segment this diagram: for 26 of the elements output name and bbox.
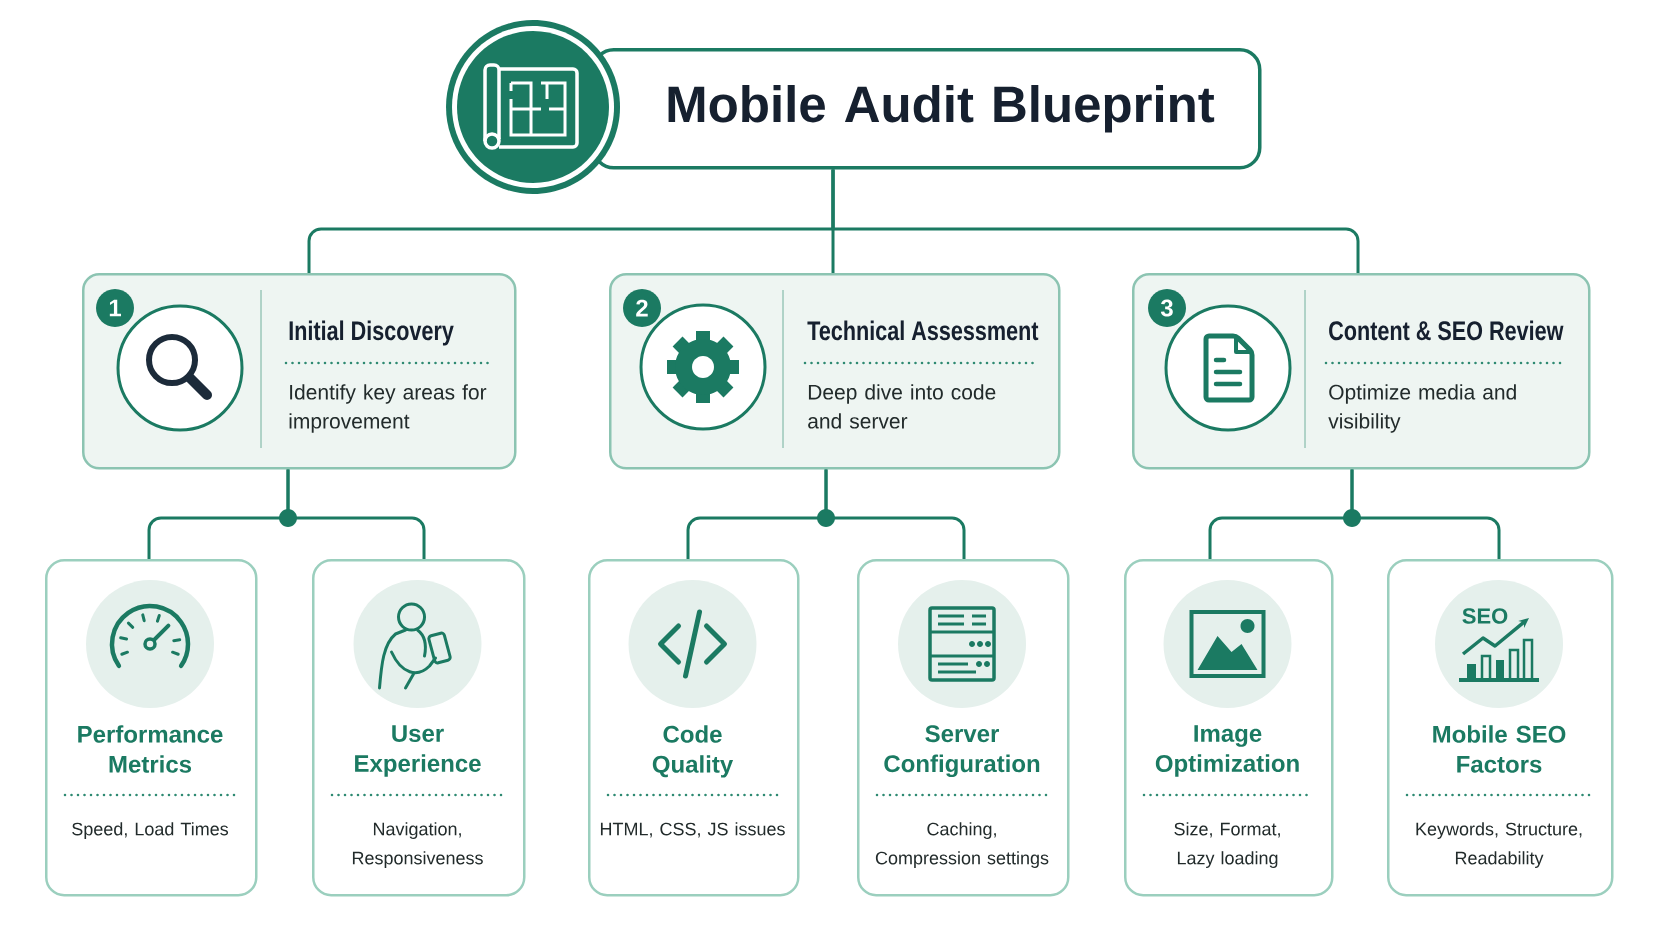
connector-line bbox=[824, 469, 966, 559]
card-description: Keywords, Structure, Readability bbox=[1416, 822, 1582, 868]
card-title: User Experience bbox=[355, 725, 481, 777]
connector-line bbox=[286, 469, 426, 559]
card-title: Initial Discovery bbox=[289, 320, 454, 346]
number-badge: 2 bbox=[623, 289, 661, 327]
icon-text: SEO bbox=[1462, 608, 1508, 624]
card-description: Speed, Load Times bbox=[72, 822, 229, 839]
card-title: Mobile SEO Factors bbox=[1433, 725, 1566, 773]
card-title: Content & SEO Review bbox=[1329, 320, 1564, 341]
card-description: Deep dive into code and server bbox=[808, 384, 996, 429]
card-description: Caching, Compression settings bbox=[875, 822, 1049, 868]
card-description: Navigation, Responsiveness bbox=[352, 822, 483, 868]
number-badge: 3 bbox=[1148, 289, 1186, 327]
number-badge: 1 bbox=[96, 289, 134, 327]
card-title: Technical Assessment bbox=[807, 320, 1039, 341]
connector-line bbox=[1350, 469, 1501, 559]
card-description: Optimize media and visibility bbox=[1328, 384, 1516, 433]
card-description: Size, Format, Lazy loading bbox=[1174, 822, 1280, 868]
card-title: Code Quality bbox=[652, 725, 734, 778]
card-description: HTML, CSS, JS issues bbox=[600, 822, 785, 838]
connector-line bbox=[831, 169, 1360, 273]
card-title: Performance Metrics bbox=[78, 725, 223, 773]
card-title: Image Optimization bbox=[1155, 725, 1299, 777]
card-title: Server Configuration bbox=[884, 725, 1040, 778]
card-description: Identify key areas for improvement bbox=[289, 384, 487, 433]
